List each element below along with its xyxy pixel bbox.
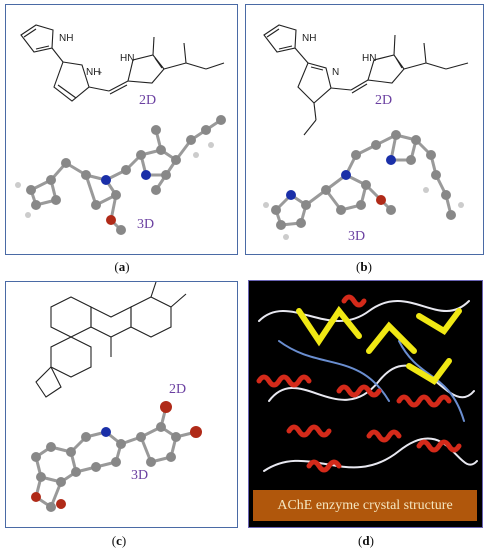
atom-label-nh1: NH	[59, 33, 73, 44]
panel-a: NH NH + HN	[5, 4, 238, 255]
molecule-b-2d: NH N HN	[263, 24, 469, 240]
caption-d: (d)	[358, 533, 374, 548]
protein-banner: AChE enzyme crystal structure	[253, 490, 477, 521]
label-3d-b: 3D	[348, 229, 366, 244]
caption-a: (a)	[114, 259, 130, 274]
molecule-a-2d: NH NH + HN	[15, 24, 226, 235]
panel-d: AChE enzyme crystal structure	[248, 280, 483, 528]
atom-label-b3: HN	[362, 53, 376, 64]
atom-label-hn3: HN	[120, 53, 134, 64]
label-2d-a: 2D	[139, 93, 157, 108]
protein-structure	[256, 294, 478, 473]
panel-c: 2D 3D	[5, 281, 238, 528]
atom-label-b2: N	[332, 67, 339, 78]
molecule-b-3d	[274, 133, 453, 227]
atom-label-b1: NH	[302, 33, 316, 44]
caption-c: (c)	[111, 533, 127, 548]
caption-b: (b)	[356, 259, 372, 274]
label-2d-c: 2D	[169, 382, 187, 397]
svg-text:+: +	[98, 70, 102, 77]
atoms-a-3d	[15, 115, 226, 235]
label-3d-a: 3D	[137, 217, 155, 232]
panel-b: NH N HN	[245, 4, 484, 255]
label-3d-c: 3D	[131, 468, 149, 483]
label-2d-b: 2D	[375, 93, 393, 108]
molecule-c-2d	[31, 282, 202, 512]
atom-label-nh2: NH	[86, 67, 100, 78]
